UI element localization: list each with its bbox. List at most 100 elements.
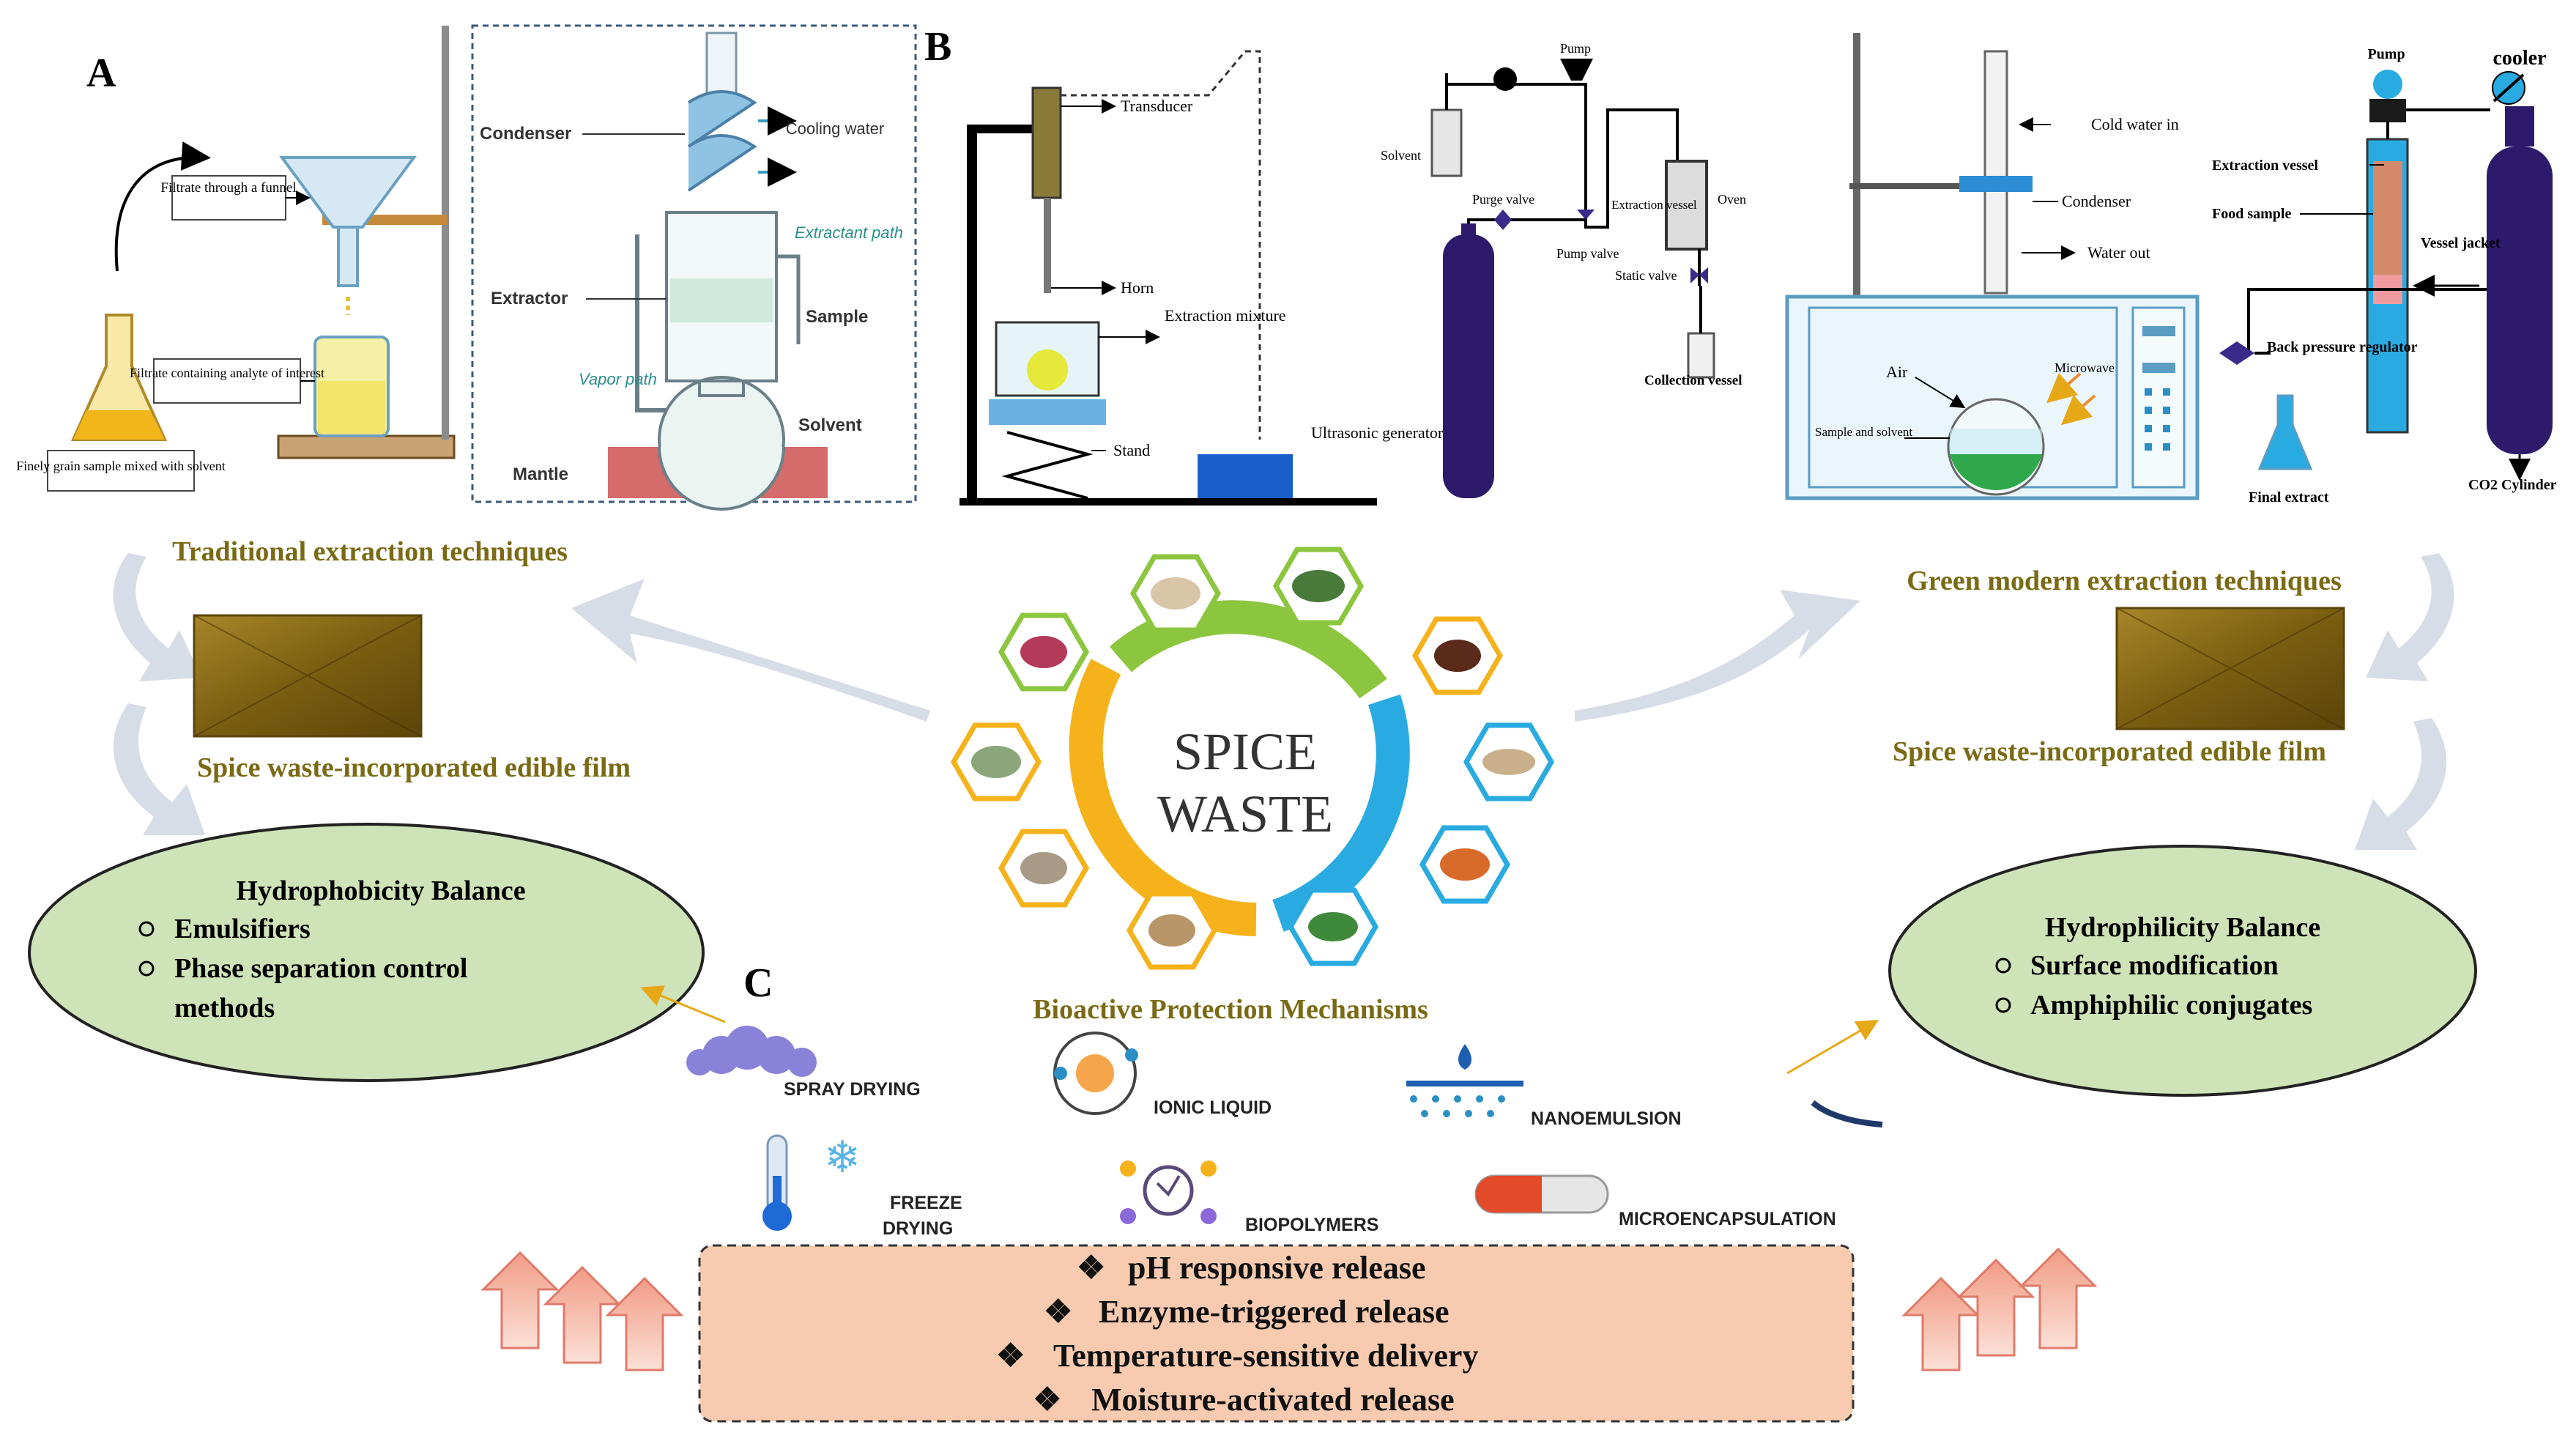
final-extract-flask [2257, 394, 2313, 470]
panel-label-b: B [924, 24, 951, 70]
thermometer-icon: ❄ [762, 1132, 861, 1231]
biopolymers-icon [1120, 1160, 1217, 1224]
label-static-valve: Static valve [1615, 268, 1677, 283]
panel-b-pressurized: Solvent Pump Purge valve Pump valve Extr… [1381, 41, 1746, 498]
left-oval-item-3: methods [174, 993, 275, 1023]
funnel-stem [337, 226, 359, 287]
arrow-left-down-2 [113, 703, 205, 835]
up-arrow [2019, 1247, 2098, 1349]
collection-vessel [1687, 332, 1715, 379]
label-sample: Sample [806, 307, 868, 327]
nanoemulsion-icon [1406, 1044, 1523, 1117]
right-oval-item-1: Surface modification [2030, 950, 2279, 981]
filtrate-arrow [114, 141, 211, 272]
funnel [279, 156, 417, 229]
spray-drying-icon [686, 1026, 817, 1077]
label-condenser: Condenser [480, 124, 571, 144]
arrow-to-left [571, 579, 930, 722]
arrow-left-down-1 [113, 553, 201, 681]
release-item-2: Enzyme-triggered release [1099, 1294, 1450, 1330]
label-ultrasonic-generator: Ultrasonic generator [1311, 423, 1444, 442]
solvent-bottle [1430, 108, 1463, 177]
hub-line-2: WASTE [1157, 785, 1333, 843]
stand-base [277, 434, 456, 459]
release-item-4: Moisture-activated release [1091, 1382, 1455, 1418]
right-film-label: Spice waste-incorporated edible film [1893, 736, 2326, 767]
arrow-right-down-1 [2366, 553, 2454, 681]
label-extractor: Extractor [491, 289, 568, 308]
label-cooling-water: Cooling water [786, 119, 885, 138]
left-film-label: Spice waste-incorporated edible film [197, 752, 631, 783]
release-bullet-2: ❖ [1044, 1294, 1072, 1330]
panel-b-ultrasonic: B Transducer Horn Extraction mixture Sta… [924, 24, 1444, 506]
up-arrow [605, 1276, 684, 1371]
ring-segment-green [1109, 600, 1387, 699]
hub-line-1: SPICE [1173, 722, 1317, 781]
label-extractant-path: Extractant path [795, 223, 903, 242]
ultrasonic-generator [1198, 454, 1293, 498]
bioactive-title: Bioactive Protection Mechanisms [1033, 994, 1428, 1025]
release-item-3: Temperature-sensitive delivery [1053, 1338, 1478, 1374]
label-condenser-mw: Condenser [2062, 192, 2131, 210]
up-arrow [543, 1265, 622, 1364]
label-solvent: Solvent [798, 415, 862, 435]
mech-microencapsulation: MICROENCAPSULATION [1619, 1209, 1836, 1229]
spice-hex-6 [1463, 722, 1555, 801]
release-bullet-3: ❖ [996, 1338, 1025, 1374]
spice-hex-10 [1287, 887, 1379, 966]
label-co2-cylinder: CO2 Cylinder [2468, 477, 2557, 493]
label-horn: Horn [1121, 278, 1154, 297]
label-extraction-mixture: Extraction mixture [1165, 306, 1286, 325]
transducer [1031, 86, 1062, 199]
release-bullet-4: ❖ [1033, 1382, 1061, 1418]
right-heading: Green modern extraction techniques [1907, 566, 2342, 596]
mech-biopolymers: BIOPOLYMERS [1245, 1215, 1378, 1235]
flow-arrows [113, 553, 2454, 850]
release-bullet-1: ❖ [1077, 1250, 1105, 1286]
panel-label-a: A [86, 51, 116, 96]
panel-label-c: C [743, 960, 773, 1006]
label-transducer: Transducer [1121, 97, 1193, 115]
mech-ionic-liquid: IONIC LIQUID [1154, 1097, 1272, 1118]
label-sample-solvent: Sample and solvent [1815, 425, 1912, 439]
label-final-extract: Final extract [2249, 489, 2329, 506]
up-arrows-right [1901, 1247, 2098, 1371]
panel-b-supercritical: Pump cooler Extraction vessel Food sampl… [2212, 46, 2557, 506]
spice-waste-hub: SPICE WASTE [950, 547, 1555, 970]
left-heading: Traditional extraction techniques [172, 536, 568, 567]
spice-hex-9 [1126, 891, 1218, 970]
capsule-icon [1474, 1174, 1609, 1214]
right-oval-item-2: Amphiphilic conjugates [2030, 990, 2312, 1021]
stand-plate [989, 399, 1106, 425]
gas-cylinder [1443, 234, 1494, 498]
spice-hex-2 [1272, 547, 1365, 626]
ionic-liquid-icon [1053, 1032, 1138, 1115]
label-solvent-b: Solvent [1381, 148, 1421, 163]
label-oven: Oven [1718, 192, 1746, 207]
arrow-to-right [1575, 590, 1860, 722]
release-box [698, 1244, 1855, 1423]
label-water-out: Water out [2087, 243, 2150, 262]
panel-b-microwave: Cold water in Condenser Water out Air Mi… [1785, 33, 2200, 500]
spice-hex-4 [1411, 616, 1504, 695]
label-finely-grain: Finely grain sample mixed with solvent [16, 459, 225, 473]
label-purge-valve: Purge valve [1472, 192, 1534, 207]
up-arrow [1956, 1258, 2035, 1357]
spice-hex-5 [950, 722, 1042, 801]
spice-hex-8 [1419, 825, 1511, 904]
snowflake-icon: ❄ [824, 1132, 861, 1183]
mech-spray-drying: SPRAY DRYING [784, 1079, 921, 1100]
label-filtrate-funnel: Filtrate through a funnel [160, 180, 296, 196]
co2-cylinder [2487, 147, 2553, 454]
left-oval-title: Hydrophobicity Balance [236, 875, 525, 906]
left-oval-item-1: Emulsifiers [174, 914, 311, 944]
label-cooler: cooler [2493, 47, 2546, 70]
label-cold-water-in: Cold water in [2091, 115, 2179, 133]
label-vessel-jacket: Vessel jacket [2421, 235, 2501, 251]
label-stand: Stand [1113, 441, 1150, 459]
label-mantle: Mantle [513, 464, 568, 484]
arrow-right-down-2 [2355, 718, 2447, 850]
label-pump-valve: Pump valve [1556, 246, 1619, 261]
mech-freeze-1: FREEZE [890, 1193, 962, 1213]
spice-hex-3 [998, 612, 1090, 692]
